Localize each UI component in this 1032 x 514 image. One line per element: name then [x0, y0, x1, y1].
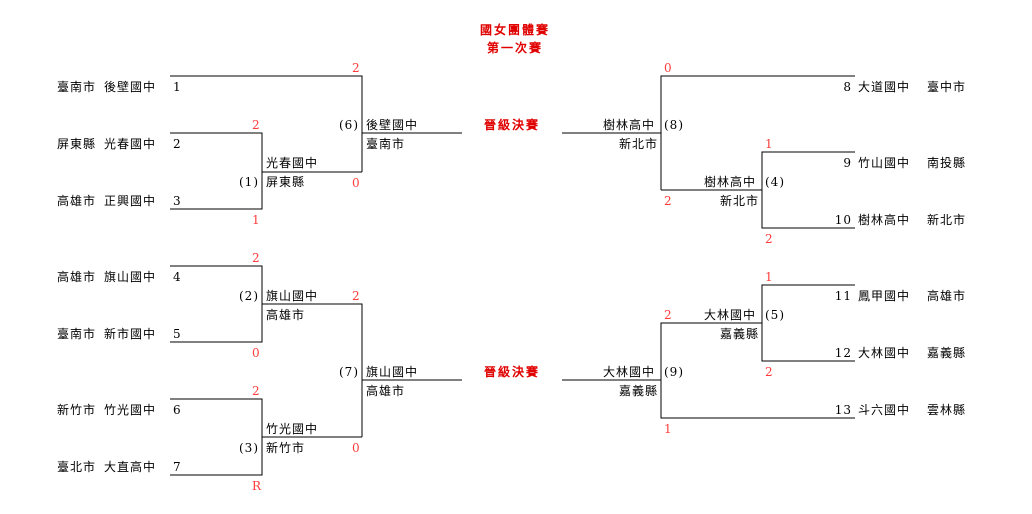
- bracket-line-team1-to-m6: [170, 75, 363, 172]
- match-2-score-bottom: 0: [252, 346, 261, 360]
- team-10-city: 新北市: [927, 213, 967, 227]
- team-13-seed: 13: [834, 403, 852, 417]
- team-6-city: 新竹市: [57, 403, 97, 417]
- team-6-seed: 6: [173, 403, 182, 417]
- team-5-city: 臺南市: [57, 327, 97, 341]
- match-1-score-top: 2: [252, 118, 261, 132]
- team-3-school: 正興國中: [104, 194, 157, 208]
- match-4-winner: 樹林高中: [704, 175, 757, 189]
- match-5-score-bottom: 2: [765, 365, 774, 379]
- match-3-winner: 竹光國中: [266, 422, 319, 436]
- team-4-city: 高雄市: [57, 270, 97, 284]
- match-9-label: (9): [664, 365, 684, 379]
- match-5-label: (5): [765, 308, 785, 322]
- bracket-subtitle: 第一次賽: [486, 41, 543, 55]
- team-2-seed: 2: [173, 137, 182, 151]
- match-8-winner: 樹林高中: [603, 118, 656, 132]
- team-8-city: 臺中市: [927, 80, 967, 94]
- team-9-school: 竹山國中: [858, 156, 911, 170]
- match-6-score-top: 2: [352, 61, 361, 75]
- match-9-winner-city: 嘉義縣: [619, 384, 659, 398]
- team-5-school: 新市國中: [104, 327, 157, 341]
- match-6-score-bottom: 0: [352, 176, 361, 190]
- match-7-winner: 旗山國中: [366, 365, 419, 379]
- match-4-label: (4): [765, 175, 785, 189]
- match-1-winner-city: 屏東縣: [266, 175, 306, 189]
- match-9-winner: 大林國中: [603, 365, 656, 379]
- match-3-score-bottom: R: [252, 479, 263, 493]
- team-7-city: 臺北市: [57, 460, 97, 474]
- match-7-winner-city: 高雄市: [366, 384, 406, 398]
- team-11-seed: 11: [834, 289, 852, 303]
- match-4-winner-city: 新北市: [720, 194, 760, 208]
- team-12-seed: 12: [834, 346, 852, 360]
- match-3-label: (3): [239, 441, 259, 455]
- match-7-label: (7): [339, 365, 359, 379]
- match-7-score-bottom: 0: [352, 441, 361, 455]
- team-12-school: 大林國中: [858, 346, 911, 360]
- team-13-school: 斗六國中: [858, 403, 911, 417]
- match-9-score-top: 2: [664, 308, 673, 322]
- match-5-winner-city: 嘉義縣: [720, 327, 760, 341]
- team-1-school: 後壁國中: [104, 80, 157, 94]
- team-3-seed: 3: [173, 194, 182, 208]
- team-1-city: 臺南市: [57, 80, 97, 94]
- team-4-school: 旗山國中: [104, 270, 157, 284]
- team-8-school: 大道國中: [858, 80, 911, 94]
- team-6-school: 竹光國中: [104, 403, 157, 417]
- bracket-line-m3: [170, 398, 263, 476]
- team-9-city: 南投縣: [927, 156, 967, 170]
- team-8-seed: 8: [843, 80, 852, 94]
- match-7-score-top: 2: [352, 289, 361, 303]
- team-1-seed: 1: [173, 80, 182, 94]
- match-8-score-bottom: 2: [664, 194, 673, 208]
- match-3-winner-city: 新竹市: [266, 441, 306, 455]
- match-2-label: (2): [239, 289, 259, 303]
- match-9-score-bottom: 1: [664, 422, 673, 436]
- team-12-city: 嘉義縣: [927, 346, 967, 360]
- team-13-city: 雲林縣: [927, 403, 967, 417]
- bracket-title: 國女團體賽: [479, 23, 550, 37]
- match-6-winner-city: 臺南市: [366, 137, 406, 151]
- team-10-seed: 10: [834, 213, 852, 227]
- match-8-label: (8): [664, 118, 684, 132]
- match-8-winner-city: 新北市: [619, 137, 659, 151]
- bracket-line-team8-to-m8: [660, 75, 855, 190]
- match-6-label: (6): [339, 118, 359, 132]
- match-1-label: (1): [239, 175, 259, 189]
- match-4-score-top: 1: [765, 137, 774, 151]
- match-6-winner: 後壁國中: [366, 118, 419, 132]
- team-5-seed: 5: [173, 327, 182, 341]
- match-5-score-top: 1: [765, 270, 774, 284]
- team-2-school: 光春國中: [104, 137, 157, 151]
- team-9-seed: 9: [843, 156, 852, 170]
- team-7-school: 大直高中: [104, 460, 157, 474]
- match-2-score-top: 2: [252, 251, 261, 265]
- match-4-score-bottom: 2: [765, 232, 774, 246]
- team-10-school: 樹林高中: [858, 213, 911, 227]
- match-8-score-top: 0: [664, 61, 673, 75]
- match-2-winner-city: 高雄市: [266, 308, 306, 322]
- match-2-winner: 旗山國中: [266, 289, 319, 303]
- match-5-winner: 大林國中: [704, 308, 757, 322]
- team-11-school: 鳳甲國中: [858, 289, 911, 303]
- team-4-seed: 4: [173, 270, 182, 284]
- advance-label-bottom: 晉級決賽: [484, 365, 541, 379]
- team-3-city: 高雄市: [57, 194, 97, 208]
- bracket-line-m2-out: [262, 303, 363, 437]
- match-1-score-bottom: 1: [252, 213, 261, 227]
- bracket-line-m5-out: [660, 322, 855, 419]
- team-2-city: 屏東縣: [57, 137, 97, 151]
- bracket-line-m2: [170, 265, 263, 343]
- team-7-seed: 7: [173, 460, 182, 474]
- match-3-score-top: 2: [252, 384, 261, 398]
- advance-label-top: 晉級決賽: [484, 118, 541, 132]
- team-11-city: 高雄市: [927, 289, 967, 303]
- bracket-line-m1: [170, 132, 263, 210]
- match-1-winner: 光春國中: [266, 156, 319, 170]
